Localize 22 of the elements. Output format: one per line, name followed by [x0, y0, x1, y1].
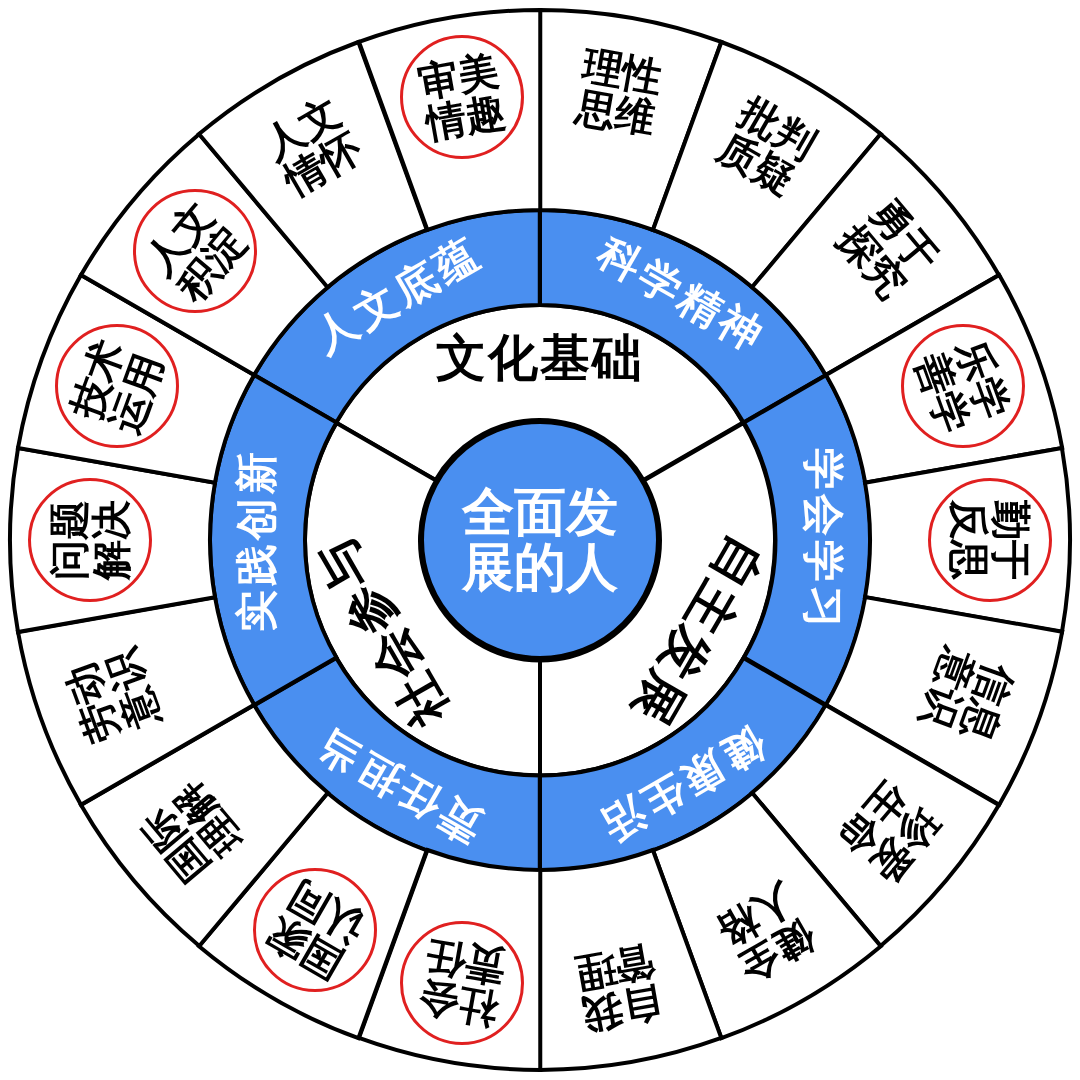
segment-label: 理性思维 [570, 43, 668, 141]
center-label: 全面发展的人 [460, 485, 619, 595]
segment-label: 批判质疑 [710, 88, 825, 204]
circle-label: 问题解决 [48, 499, 132, 582]
segment-label: 珍爱生命 [829, 773, 948, 892]
segment-label: 勇于探究 [829, 188, 948, 307]
circle-label: 国家认同 [257, 872, 373, 988]
circle-label: 勤于反思 [948, 499, 1032, 582]
circle-label: 技术运用 [63, 332, 171, 440]
circle-label: 审美情趣 [413, 48, 510, 146]
circle-label: 社会责任 [413, 934, 510, 1032]
segment-label: 学会学习 [800, 447, 846, 633]
segment-label: 劳动意识 [58, 641, 167, 750]
circle-label: 人文积淀 [136, 191, 255, 310]
segment-label: 实践创新 [234, 447, 280, 633]
circle-label: 乐学善学 [909, 332, 1017, 440]
segment-label: 人文情怀 [255, 88, 370, 204]
segment-label: 自我管理 [570, 939, 668, 1037]
segment-label: 国际理解 [132, 773, 251, 892]
segment-label: 健全人格 [710, 876, 825, 992]
segment-label: 信息意识 [913, 641, 1022, 750]
segment-label: 文化基础 [436, 331, 644, 385]
